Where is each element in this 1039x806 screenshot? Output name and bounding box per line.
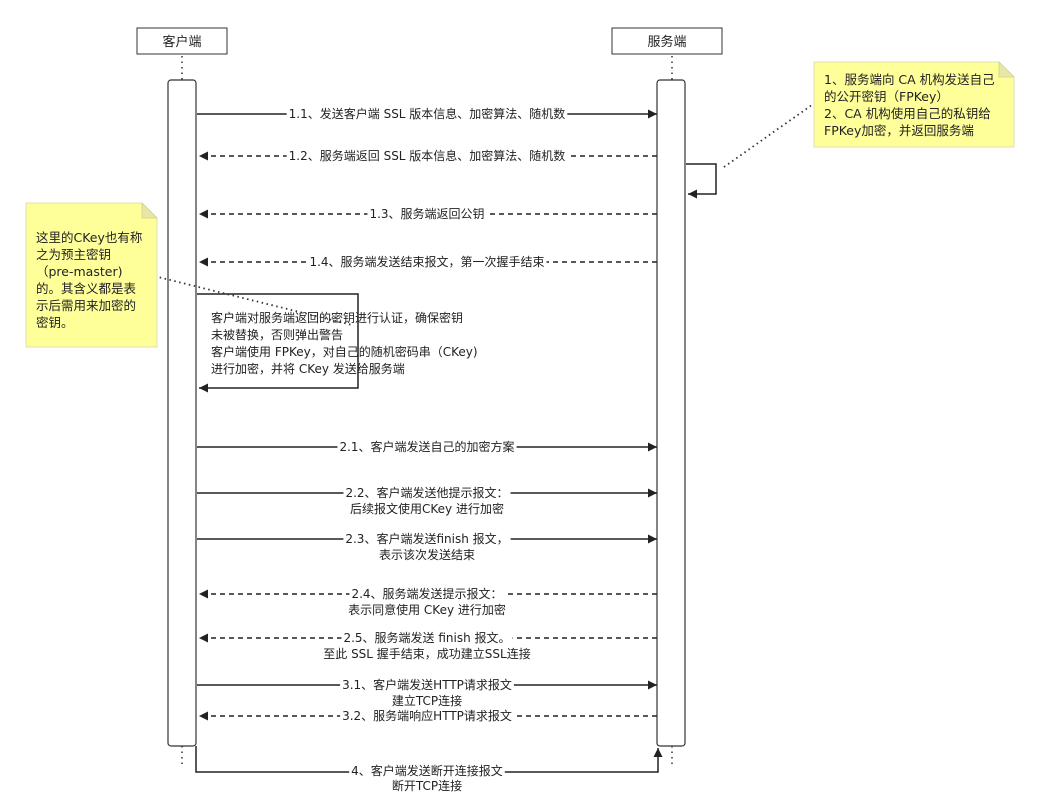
client-note-fold <box>141 202 158 219</box>
participant-server: 服务端 <box>611 27 723 55</box>
client-note-line-5: 示后需用来加密的 <box>36 298 136 313</box>
message-label-m3-2-line-1: 3.2、服务端响应HTTP请求报文 <box>342 708 512 723</box>
message-label-background <box>340 677 514 692</box>
message-label-background <box>349 586 505 601</box>
message-label-background <box>307 254 547 269</box>
message-label-m3-1-line-1: 3.1、客户端发送HTTP请求报文 <box>342 677 512 692</box>
message-label-m2-3-line-1: 2.3、客户端发送finish 报文， <box>345 531 508 546</box>
client-note-line-6: 密钥。 <box>36 315 74 330</box>
client-note-line-1: 这里的CKey也有称 <box>36 230 142 245</box>
message-label-m2-5-line-1: 2.5、服务端发送 finish 报文。 <box>343 630 510 645</box>
messages: 1.1、发送客户端 SSL 版本信息、加密算法、随机数 1.2、服务端返回 SSL… <box>195 106 663 793</box>
server-note: 1、服务端向 CA 机构发送自己 的公开密钥（FPKey） 2、CA 机构使用自… <box>723 61 1015 168</box>
participant-server-label: 服务端 <box>647 34 686 50</box>
server-note-fold <box>998 61 1015 78</box>
message-label-background <box>341 630 513 645</box>
server-note-box <box>813 61 1015 148</box>
client-note: 这里的CKey也有称 之为预主密钥 （pre-master) 的。其含义都是表 … <box>25 202 353 348</box>
message-label-background <box>340 708 514 723</box>
server-note-line-2: 的公开密钥（FPKey） <box>824 89 949 104</box>
message-label-background <box>348 501 506 516</box>
client-note-line-3: （pre-master) <box>36 264 122 279</box>
message-label-background <box>389 693 465 708</box>
client-note-line-4: 的。其含义都是表 <box>36 281 137 296</box>
message-label-m1-4-line-1: 1.4、服务端发送结束报文，第一次握手结束 <box>309 254 544 269</box>
client-self-message-line-2: 未被替换，否则弹出警告 <box>211 327 343 342</box>
message-label-m1-2-line-1: 1.2、服务端返回 SSL 版本信息、加密算法、随机数 <box>289 148 566 163</box>
server-activation-bar <box>656 79 686 747</box>
message-label-m2-2-line-1: 2.2、客户端发送他提示报文： <box>345 485 508 500</box>
server-note-connector <box>723 94 827 168</box>
message-label-m4-line-1: 4、客户端发送断开连接报文 <box>351 763 503 778</box>
message-label-background <box>337 439 517 454</box>
client-self-message-line-3: 客户端使用 FPKey，对自己的随机密码串（CKey) <box>211 344 478 359</box>
client-self-message: 客户端对服务端返回的密钥进行认证，确保密钥 未被替换，否则弹出警告 客户端使用 … <box>197 293 478 393</box>
message-label-m1-3-line-1: 1.3、服务端返回公钥 <box>369 206 484 221</box>
message-label-background <box>321 646 533 661</box>
server-note-line-3: 2、CA 机构使用自己的私钥给 <box>824 106 991 121</box>
client-note-box <box>25 202 158 348</box>
server-self-message-arrow <box>686 163 717 199</box>
client-activation-bar <box>167 79 197 747</box>
message-label-background <box>343 485 511 500</box>
server-note-line-4: FPKey加密，并返回服务端 <box>824 123 974 138</box>
message-label-m2-1-line-1: 2.1、客户端发送自己的加密方案 <box>339 439 514 454</box>
client-self-message-line-4: 进行加密，并将 CKey 发送给服务端 <box>211 361 405 376</box>
message-label-background <box>376 547 478 562</box>
participant-client: 客户端 <box>136 27 228 55</box>
message-label-background <box>286 148 568 163</box>
message-label-background <box>286 106 568 121</box>
message-label-m2-5-line-2: 至此 SSL 握手结束，成功建立SSL连接 <box>323 646 530 661</box>
server-note-line-1: 1、服务端向 CA 机构发送自己 <box>824 72 995 87</box>
message-label-m2-2-line-2: 后续报文使用CKey 进行加密 <box>350 501 504 516</box>
message-label-background <box>349 763 505 778</box>
client-note-line-2: 之为预主密钥 <box>36 247 111 262</box>
message-label-background <box>367 206 487 221</box>
message-label-m3-1-line-2: 建立TCP连接 <box>392 693 462 708</box>
message-label-m2-4-line-1: 2.4、服务端发送提示报文： <box>351 586 502 601</box>
message-label-m1-1-line-1: 1.1、发送客户端 SSL 版本信息、加密算法、随机数 <box>289 106 566 121</box>
participant-client-label: 客户端 <box>162 34 201 50</box>
message-label-background <box>343 531 511 546</box>
message-label-m4-line-2: 断开TCP连接 <box>392 778 462 793</box>
client-self-message-line-1: 客户端对服务端返回的密钥进行认证，确保密钥 <box>211 310 463 325</box>
message-label-background <box>346 602 508 617</box>
message-label-m2-4-line-2: 表示同意使用 CKey 进行加密 <box>348 602 506 617</box>
client-self-message-arrow <box>197 293 359 393</box>
message-label-m2-3-line-2: 表示该次发送结束 <box>379 547 475 562</box>
message-label-background <box>389 778 465 793</box>
